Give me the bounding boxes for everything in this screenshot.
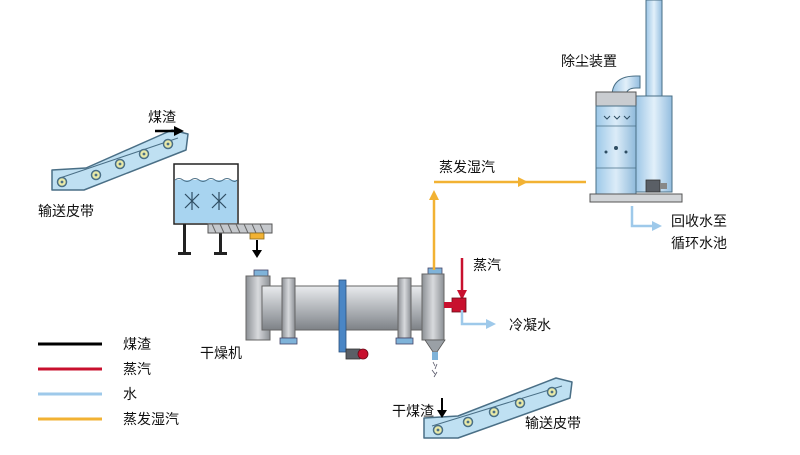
label-conveyor-bottom: 输送皮带 [525, 416, 581, 432]
legend-label: 蒸发湿汽 [123, 412, 179, 428]
label-dry-slag: 干煤渣 [392, 404, 434, 420]
conveyor-belt-top [51, 129, 189, 191]
conveyor-belt-bottom [423, 377, 573, 439]
rotary-dryer [245, 267, 446, 378]
label-dryer: 干燥机 [200, 346, 242, 362]
legend-label: 水 [123, 387, 137, 403]
legend-label: 煤渣 [123, 337, 151, 353]
conveyor-roller [162, 138, 174, 150]
label-dust-removal: 除尘装置 [561, 54, 617, 70]
conveyor-roller [432, 424, 444, 436]
conveyor-roller [462, 416, 474, 428]
legend-item-slag: 煤渣 [38, 337, 151, 353]
slag-arrow-icon [155, 126, 184, 136]
conveyor-roller [138, 148, 150, 160]
vapor-line [429, 177, 586, 270]
legend-label: 蒸汽 [123, 362, 151, 378]
legend-item-steam: 蒸汽 [38, 362, 151, 378]
conveyor-roller [488, 406, 500, 418]
steam-inlet [444, 258, 467, 313]
label-return-water-line2: 循环水池 [671, 236, 727, 252]
condensate-outlet [460, 310, 496, 329]
dry-slag-arrow-icon [437, 398, 447, 418]
label-condensate: 冷凝水 [509, 318, 551, 334]
conveyor-roller [114, 158, 126, 170]
hopper-tank [173, 163, 239, 255]
legend-item-water: 水 [38, 387, 137, 403]
label-conveyor-top: 输送皮带 [38, 204, 94, 220]
return-water-outlet [630, 206, 662, 231]
conveyor-roller [514, 397, 526, 409]
label-slag: 煤渣 [148, 110, 176, 126]
label-return-water-line1: 回收水至 [671, 214, 727, 230]
legend: 煤渣 蒸汽 水 蒸发湿汽 [38, 337, 179, 428]
screw-feeder [207, 223, 273, 258]
legend-item-evaporated-vapor: 蒸发湿汽 [38, 412, 179, 428]
falling-dry-slag [431, 361, 438, 378]
conveyor-roller [56, 176, 68, 188]
conveyor-roller [90, 169, 102, 181]
spray-nozzle-icon [603, 115, 631, 154]
label-steam: 蒸汽 [473, 258, 501, 274]
label-evaporated-vapor: 蒸发湿汽 [439, 160, 495, 176]
agitator-icon [184, 192, 227, 210]
conveyor-roller [546, 386, 558, 398]
dust-removal-device [589, 0, 683, 203]
